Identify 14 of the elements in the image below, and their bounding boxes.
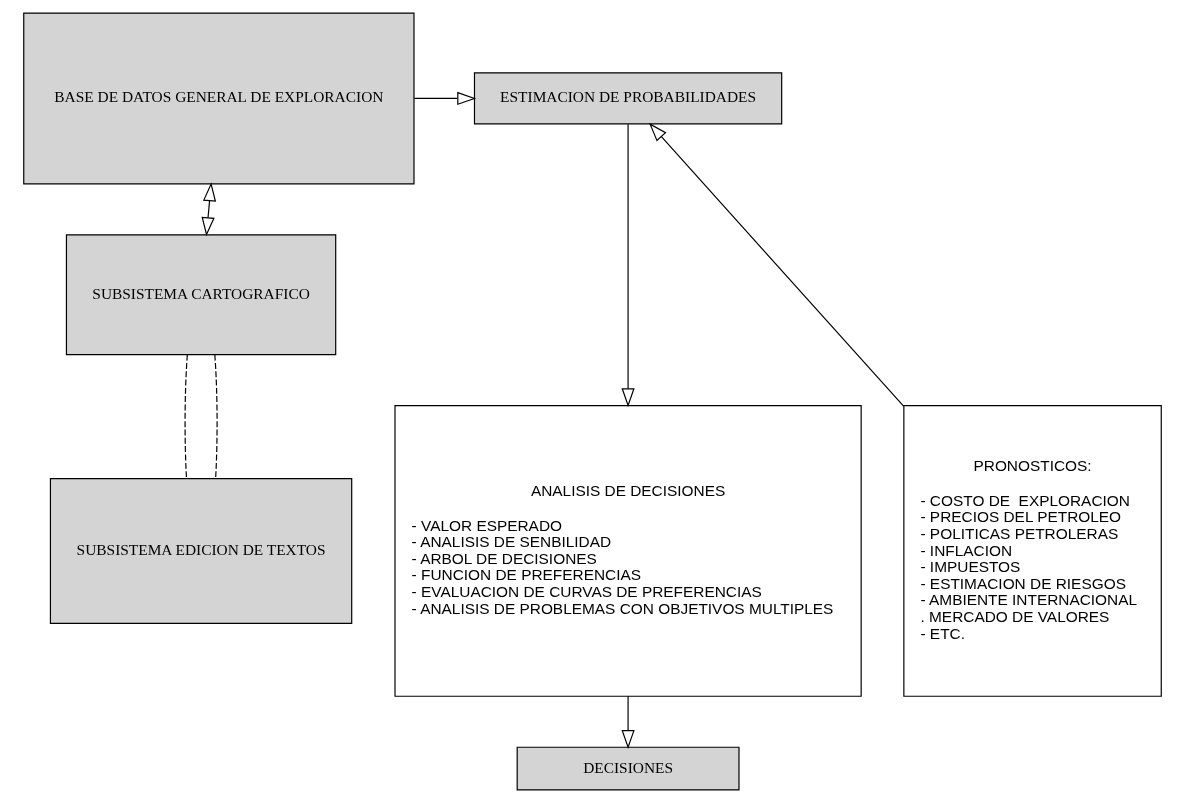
node-box: SUBSISTEMA CARTOGRAFICO: [65, 234, 336, 356]
arrow: [200, 182, 216, 237]
arrow: [620, 123, 635, 408]
node-box: PRONOSTICOS: - COSTO DE EXPLORACION - PRECIOS DEL PETROLEO - POLITICAS PETROLERAS - INFLACION - IMPUESTOS - ESTIMACION DE RIESGOS - AMBIENTE INTERNACIONAL . MERCADO DE VALORES - ETC.: [902, 405, 1162, 697]
connector: [213, 354, 218, 480]
connector: [183, 354, 188, 480]
node-box: DECISIONES: [516, 746, 740, 791]
arrow: [620, 695, 635, 749]
node-box: BASE DE DATOS GENERAL DE EXPLORACION: [22, 12, 415, 185]
node-box: ESTIMACION DE PROBABILIDADES: [473, 72, 782, 125]
node-box: SUBSISTEMA EDICION DE TEXTOS: [49, 478, 352, 624]
node-box: ANALISIS DE DECISIONES - VALOR ESPERADO - ANALISIS DE SENBILIDAD - ARBOL DE DECISIONES - FUNCION DE PREFERENCIAS - EVALUACION DE CURVAS DE PREFERENCIAS - ANALISIS DE PROBLEMAS CON OBJETIVOS MULTIPLES: [393, 405, 862, 697]
arrow: [413, 91, 476, 106]
arrow: [648, 122, 904, 408]
